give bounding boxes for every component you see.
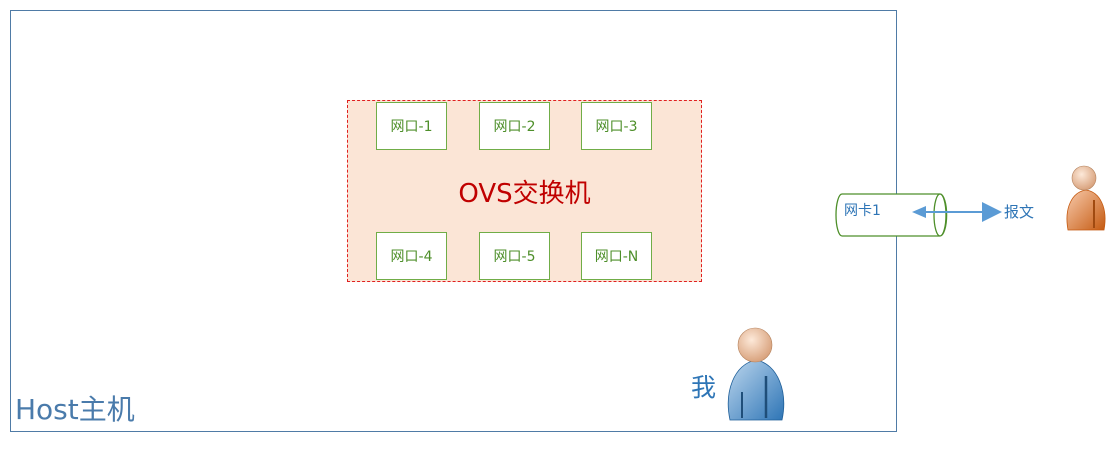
host-label: Host主机: [15, 393, 135, 426]
port-4: 网口-4: [376, 232, 447, 280]
me-person-icon: [727, 327, 785, 421]
port-n: 网口-N: [581, 232, 652, 280]
sender-person-icon: [1066, 165, 1106, 231]
port-3: 网口-3: [581, 102, 652, 150]
port-2: 网口-2: [479, 102, 550, 150]
nic-label: 网卡1: [844, 203, 881, 219]
nic-cylinder: [835, 193, 948, 237]
packet-label: 报文: [1004, 203, 1035, 221]
port-5: 网口-5: [479, 232, 550, 280]
port-1: 网口-1: [376, 102, 447, 150]
ovs-switch-title: OVS交换机: [458, 179, 591, 209]
me-label: 我: [691, 373, 717, 402]
arrow-head-icon: [912, 206, 926, 218]
